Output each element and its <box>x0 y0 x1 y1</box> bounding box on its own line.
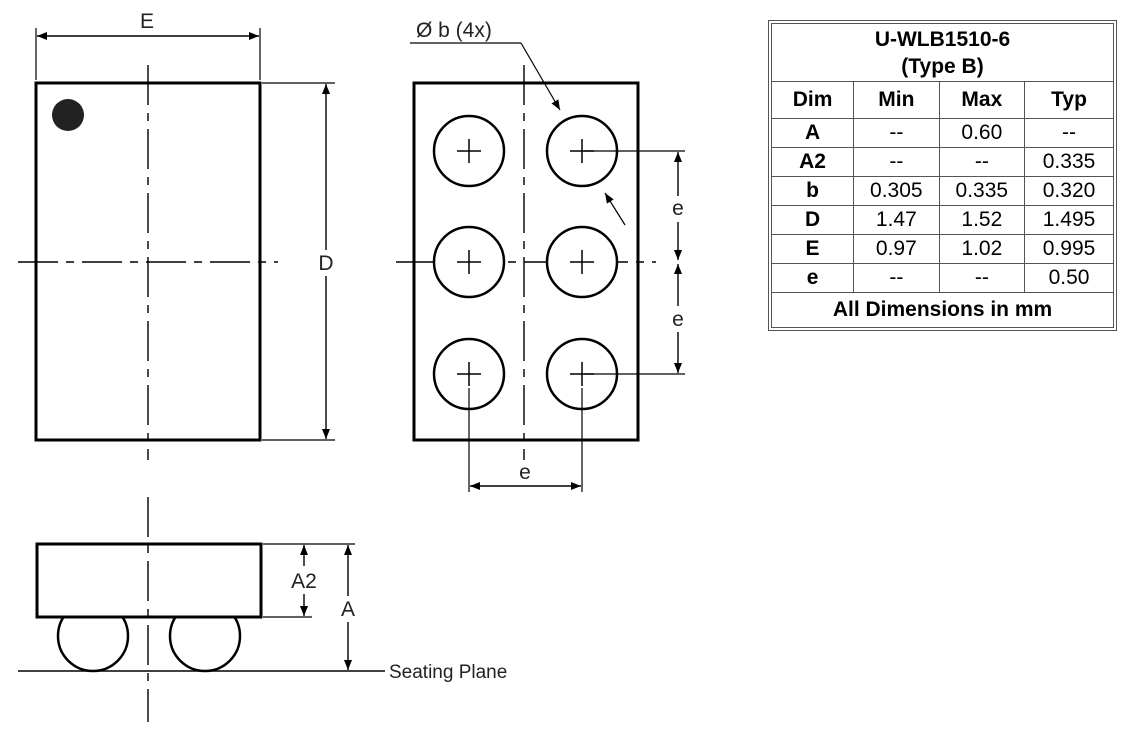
cell-max: 1.52 <box>938 205 1026 235</box>
cell-dim: b <box>770 176 855 206</box>
cell-typ: -- <box>1024 118 1114 148</box>
top-view: E D <box>18 10 335 460</box>
table-title: U-WLB1510-6 (Type B) <box>771 23 1114 82</box>
ball-dia-label: Ø b (4x) <box>416 19 492 42</box>
ball-dia-leader-lower <box>604 192 626 226</box>
cell-max: 0.335 <box>938 176 1026 206</box>
cell-min: -- <box>853 118 940 148</box>
dim-E-label: E <box>140 10 154 33</box>
dimension-table-grid: U-WLB1510-6 (Type B) Dim Min Max Typ A -… <box>770 23 1114 328</box>
pitch-e-bottom-label: e <box>519 461 531 484</box>
cell-min: 0.97 <box>853 234 940 264</box>
solder-ball <box>432 225 506 299</box>
header-max: Max <box>938 81 1026 119</box>
cell-max: -- <box>938 147 1026 177</box>
dim-D-label: D <box>318 252 333 275</box>
cell-min: 1.47 <box>853 205 940 235</box>
cell-dim: D <box>770 205 855 235</box>
pin1-marker-icon <box>52 99 84 131</box>
seating-plane-label: Seating Plane <box>389 662 507 683</box>
dim-A2-label: A2 <box>291 570 317 593</box>
pitch-e-upper-label: e <box>672 197 684 220</box>
table-row: E 0.97 1.02 0.995 <box>770 234 1114 264</box>
table-footer: All Dimensions in mm <box>771 292 1114 328</box>
cell-typ: 1.495 <box>1024 205 1114 235</box>
cell-dim: A2 <box>770 147 855 177</box>
cell-typ: 0.995 <box>1024 234 1114 264</box>
table-row: b 0.305 0.335 0.320 <box>770 176 1114 206</box>
dimension-table: U-WLB1510-6 (Type B) Dim Min Max Typ A -… <box>768 20 1117 331</box>
cell-typ: 0.50 <box>1024 263 1114 293</box>
bottom-view: Ø b (4x) e e e <box>396 19 685 492</box>
pitch-e-lower-label: e <box>672 308 684 331</box>
table-title-line1: U-WLB1510-6 <box>874 28 1011 51</box>
solder-ball <box>545 225 619 299</box>
cell-max: 1.02 <box>938 234 1026 264</box>
ball-dia-leader-diagonal <box>520 42 561 111</box>
table-row: e -- -- 0.50 <box>770 263 1114 293</box>
cell-min: -- <box>853 147 940 177</box>
cell-max: 0.60 <box>938 118 1026 148</box>
cell-min: -- <box>853 263 940 293</box>
cell-typ: 0.335 <box>1024 147 1114 177</box>
table-title-line2: (Type B) <box>901 55 984 78</box>
cell-typ: 0.320 <box>1024 176 1114 206</box>
dim-A-label: A <box>341 598 355 621</box>
solder-ball <box>432 114 506 188</box>
cell-dim: e <box>770 263 855 293</box>
table-row: A2 -- -- 0.335 <box>770 147 1114 177</box>
header-typ: Typ <box>1024 81 1114 119</box>
table-header-row: Dim Min Max Typ <box>770 81 1114 119</box>
cell-dim: E <box>770 234 855 264</box>
table-row: A -- 0.60 -- <box>770 118 1114 148</box>
side-view-body <box>35 542 263 619</box>
cell-min: 0.305 <box>853 176 940 206</box>
cell-dim: A <box>770 118 855 148</box>
header-dim: Dim <box>770 81 855 119</box>
table-row: D 1.47 1.52 1.495 <box>770 205 1114 235</box>
cell-max: -- <box>938 263 1026 293</box>
header-min: Min <box>853 81 940 119</box>
side-view: Seating Plane A2 A <box>18 497 507 722</box>
